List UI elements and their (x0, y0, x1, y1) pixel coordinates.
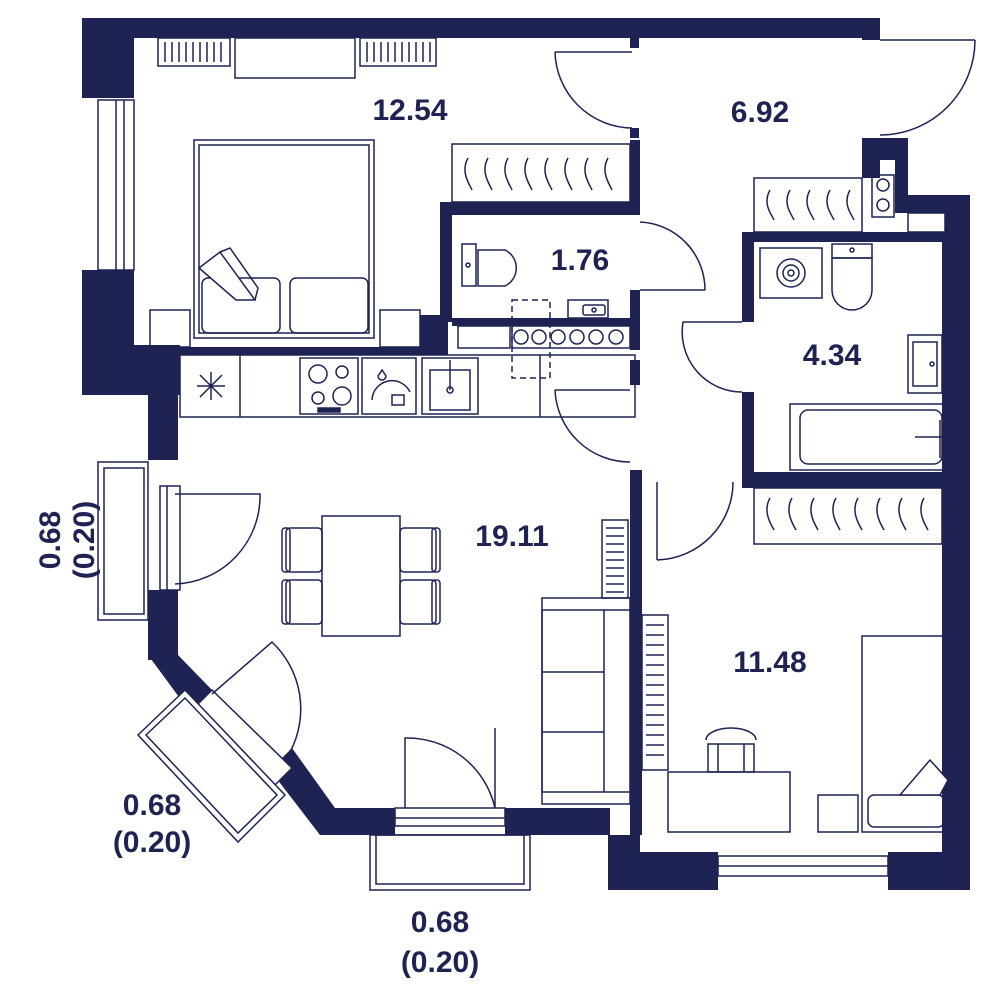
outer-walls (82, 18, 970, 890)
balcony-south (369, 834, 531, 891)
sink-icon (907, 334, 943, 394)
shelf (457, 325, 511, 349)
nightstand (379, 309, 421, 348)
snowflake-icon (197, 372, 225, 400)
area-label-bedroom2: 11.48 (733, 646, 806, 679)
bathtub-icon (789, 403, 953, 471)
chair-icon (705, 727, 757, 773)
balcony-west (97, 461, 149, 621)
window-icon (97, 37, 889, 877)
table-icon (321, 515, 401, 637)
area-label-hall: 6.92 (731, 96, 789, 129)
balcony-west-area: 0.68 (34, 511, 67, 569)
oven-icon (361, 357, 417, 415)
area-label-bedroom: 12.54 (372, 94, 447, 127)
nightstand (149, 309, 191, 348)
meters (511, 325, 631, 349)
balcony-south-reduced: (0.20) (401, 946, 479, 979)
kitchen-counter (179, 354, 636, 418)
inner-walls (180, 38, 942, 835)
wardrobe-icon (753, 487, 943, 545)
electric-panel (871, 174, 895, 218)
area-label-wc: 1.76 (551, 244, 609, 277)
washer-icon (759, 247, 823, 299)
sink-icon (567, 299, 609, 319)
chair-icon (281, 527, 441, 625)
balcony-southwest (136, 688, 287, 844)
hob-icon (299, 357, 359, 415)
balcony-west-reduced: (0.20) (68, 501, 101, 579)
balcony-southwest-reduced: (0.20) (113, 826, 191, 859)
sink-icon (421, 357, 479, 415)
toilet-icon (461, 243, 517, 287)
area-label-kitchen-living: 19.11 (475, 520, 548, 553)
area-label-bathroom: 4.34 (803, 339, 862, 372)
door-swing-icon (174, 39, 976, 809)
balcony-southwest-area: 0.68 (123, 789, 181, 822)
vent (907, 212, 946, 233)
sofa-icon (541, 597, 631, 805)
bed-icon (861, 635, 951, 833)
balcony-south-area: 0.68 (411, 906, 469, 939)
radiator-icon (157, 37, 669, 771)
toilet-icon (831, 243, 873, 311)
wardrobe-icon (753, 177, 863, 233)
desk (667, 771, 791, 833)
bed-icon (193, 139, 375, 339)
shaft (511, 299, 551, 379)
wardrobe-icon (451, 143, 631, 203)
nightstand (817, 794, 859, 833)
